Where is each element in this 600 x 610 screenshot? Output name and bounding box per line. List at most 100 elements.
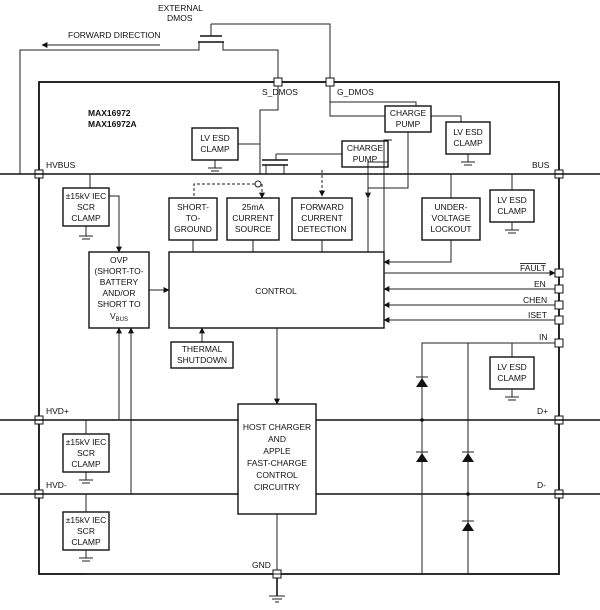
scr-hvdm-line1: ±15kV IEC [66, 515, 107, 525]
lv-esd-top-right-line1: LV ESD [453, 127, 483, 137]
short-to-ground-block [168, 197, 218, 241]
lv-esd-bus-line2: CLAMP [497, 206, 527, 216]
lv-esd-top-left-line1: LV ESD [200, 133, 230, 143]
pin-pad-chen [554, 300, 564, 310]
current-source-line3: SOURCE [235, 224, 272, 234]
scr-hvbus-line1: ±15kV IEC [66, 191, 107, 201]
scr-clamp-hvbus [62, 187, 110, 227]
forward-detection-line3: DETECTION [297, 224, 346, 234]
pin-label-chen: CHEN [523, 295, 547, 305]
scr-hvdm-line3: CLAMP [71, 537, 101, 547]
pin-pad-g-dmos [325, 77, 335, 87]
scr-hvdp-line3: CLAMP [71, 459, 101, 469]
pin-label-iset: ISET [528, 310, 547, 320]
ground-symbol [505, 222, 519, 234]
s-dmos-wire [259, 86, 279, 174]
part-number-2: MAX16972A [88, 119, 137, 129]
pin-label-bus: BUS [532, 160, 550, 170]
pin-pad-in [554, 338, 564, 348]
lv-esd-in-line2: CLAMP [497, 373, 527, 383]
lv-esd-clamp-top-right [445, 121, 491, 155]
forward-detection-line2: CURRENT [301, 213, 343, 223]
pin-label-g-dmos: G_DMOS [337, 87, 374, 97]
ground-symbol [79, 550, 93, 562]
uvlo-line2: VOLTAGE [432, 213, 471, 223]
node-dm [466, 492, 470, 496]
host-line2: AND [268, 434, 286, 444]
charge-pump-top-line2: PUMP [396, 119, 421, 129]
ovp-block [88, 251, 150, 329]
host-line4: FAST-CHARGE [247, 458, 307, 468]
current-source-line1: 25mA [242, 202, 265, 212]
short-to-ground-line2: TO- [186, 213, 201, 223]
host-line6: CIRCUITRY [254, 482, 300, 492]
pin-pad-s-dmos [273, 77, 283, 87]
diode-dp-upper [416, 376, 428, 387]
pin-label-fault: FAULT [520, 263, 546, 273]
scr-hvdp-line1: ±15kV IEC [66, 437, 107, 447]
pin-label-dm: D- [537, 480, 546, 490]
ovp-vbus: VBUS [110, 311, 128, 323]
pin-pad-en [554, 284, 564, 294]
external-dmos-label-1: EXTERNAL [158, 3, 203, 13]
lv-esd-bus-line1: LV ESD [497, 195, 527, 205]
drain-wire [19, 42, 200, 174]
short-to-ground-line3: GROUND [174, 224, 212, 234]
charge-pump-lower [341, 140, 389, 168]
gate-wire [211, 23, 331, 82]
forward-direction-label: FORWARD DIRECTION [68, 30, 161, 40]
internal-switch [262, 154, 288, 174]
pin-label-in: IN [539, 332, 548, 342]
charge-pump-lower-line2: PUMP [353, 154, 378, 164]
forward-detection-line1: FORWARD [300, 202, 343, 212]
ground-symbol [461, 154, 475, 166]
charge-pump-top-line1: CHARGE [390, 108, 427, 118]
ovp-line1: OVP [110, 255, 128, 265]
diode-dm-lower [462, 520, 474, 531]
charge-pump-top [384, 105, 432, 133]
ovp-line2: (SHORT-TO- [94, 266, 143, 276]
sense-line-left [193, 183, 258, 196]
uvlo-line1: UNDER- [434, 202, 467, 212]
thermal-line2: SHUTDOWN [177, 355, 227, 365]
part-number-1: MAX16972 [88, 108, 131, 118]
host-line3: APPLE [263, 446, 291, 456]
charge-pump-lower-line1: CHARGE [347, 143, 384, 153]
sense-node [254, 180, 262, 188]
thermal-line1: THERMAL [182, 344, 223, 354]
pin-pad-fault [554, 268, 564, 278]
control-block [168, 251, 385, 329]
ovp-line3: BATTERY [100, 277, 139, 287]
ovp-line5: SHORT TO [97, 299, 141, 309]
current-source-line2: CURRENT [232, 213, 274, 223]
ground-symbol [79, 472, 93, 484]
scr-clamp-hvdm [62, 511, 110, 551]
ground-symbol [79, 226, 93, 240]
current-source-block [226, 197, 280, 241]
pin-pad-iset [554, 315, 564, 325]
host-charger-block [237, 403, 317, 515]
pin-label-hvdm: HVD- [46, 480, 67, 490]
ground-symbol [269, 595, 285, 603]
pin-label-dp: D+ [537, 406, 548, 416]
diode-dm-upper [462, 451, 474, 462]
control-to-charge-pump [367, 161, 388, 252]
uvlo-block [421, 197, 481, 241]
ground-symbol [208, 160, 222, 172]
uvlo-line3: LOCKOUT [430, 224, 471, 234]
external-dmos-group: EXTERNAL DMOS FORWARD DIRECTION [19, 3, 331, 174]
external-dmos-label-2: DMOS [167, 13, 193, 23]
lv-esd-top-right-line2: CLAMP [453, 138, 483, 148]
lv-esd-top-left-line2: CLAMP [200, 144, 230, 154]
host-line1: HOST CHARGER [243, 422, 311, 432]
source-wire [222, 42, 279, 82]
scr-hvdp-line2: SCR [77, 448, 95, 458]
pin-label-gnd: GND [252, 560, 271, 570]
scr-hvdm-line2: SCR [77, 526, 95, 536]
pin-label-hvdp: HVD+ [46, 406, 69, 416]
pin-label-en: EN [534, 279, 546, 289]
host-line5: CONTROL [256, 470, 298, 480]
pin-label-hvbus: HVBUS [46, 160, 76, 170]
ground-symbol [505, 389, 519, 401]
